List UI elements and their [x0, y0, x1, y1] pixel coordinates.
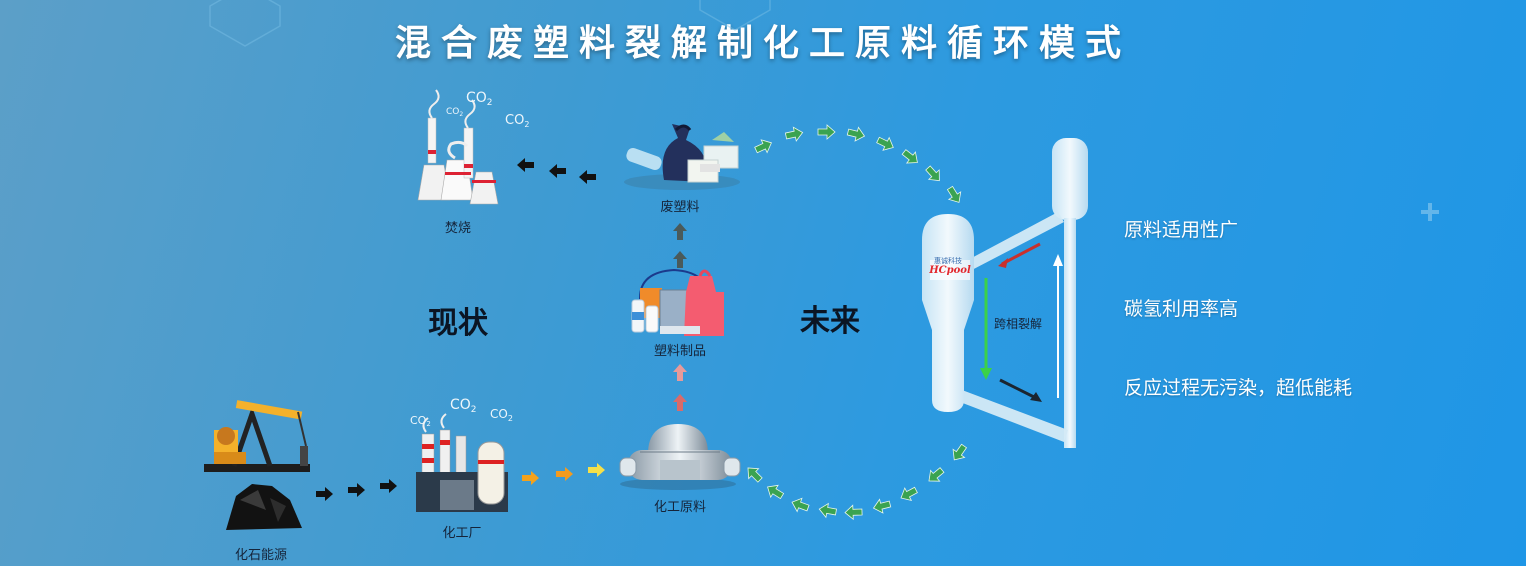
co2-text: CO2: [505, 113, 529, 129]
label-waste-plastic: 废塑料: [660, 200, 700, 215]
oil-pump-jack-icon: [204, 400, 310, 472]
incineration-plant-icon: [417, 89, 499, 205]
plus-decoration-icon: [1421, 203, 1439, 221]
background-hexagons: [209, 0, 771, 47]
feature-item: 碳氢利用率高: [1124, 298, 1239, 320]
waste-plastic-icon: [624, 124, 740, 190]
co2-text: CO2: [446, 107, 463, 118]
chemical-raw-tank-icon: [619, 424, 741, 490]
label-fossil-energy: 化石能源: [234, 548, 287, 563]
flow-arrows-green-upper: [752, 124, 966, 207]
reactor-logo-small: 惠诚科技: [934, 256, 962, 265]
label-plastic-products: 塑料制品: [653, 344, 706, 359]
flow-arrows-up-gray: [673, 223, 687, 268]
feature-item: 原料适用性广: [1124, 219, 1239, 241]
page-title: 混合废塑料裂解制化工原料循环模式: [394, 23, 1131, 64]
flow-arrows-black: [316, 479, 397, 501]
feature-item: 反应过程无污染，超低能耗: [1124, 377, 1353, 399]
plastic-products-icon: [631, 268, 724, 336]
co2-text: CO2: [466, 90, 493, 108]
label-status-quo: 现状: [428, 306, 488, 341]
co2-text: CO2: [450, 397, 477, 415]
cracking-reactor-icon: [922, 138, 1088, 448]
flow-arrows-to-incineration: [517, 158, 596, 184]
co2-text: CO2: [410, 414, 431, 428]
label-chemical-plant: 化工厂: [442, 526, 482, 541]
label-chemical-raw: 化工原料: [653, 500, 706, 515]
coal-pile-icon: [226, 484, 302, 530]
flow-arrows-up-red: [673, 364, 687, 411]
flow-arrows-orange: [522, 463, 605, 485]
chemical-plant-icon: [416, 413, 508, 512]
co2-text: CO2: [490, 407, 513, 423]
label-cross-phase-cracking: 跨相裂解: [994, 317, 1043, 331]
label-future: 未来: [800, 304, 860, 339]
flow-arrows-green-lower: [742, 441, 971, 521]
label-incineration: 焚烧: [444, 221, 471, 236]
reactor-logo: HCpool: [928, 265, 971, 276]
